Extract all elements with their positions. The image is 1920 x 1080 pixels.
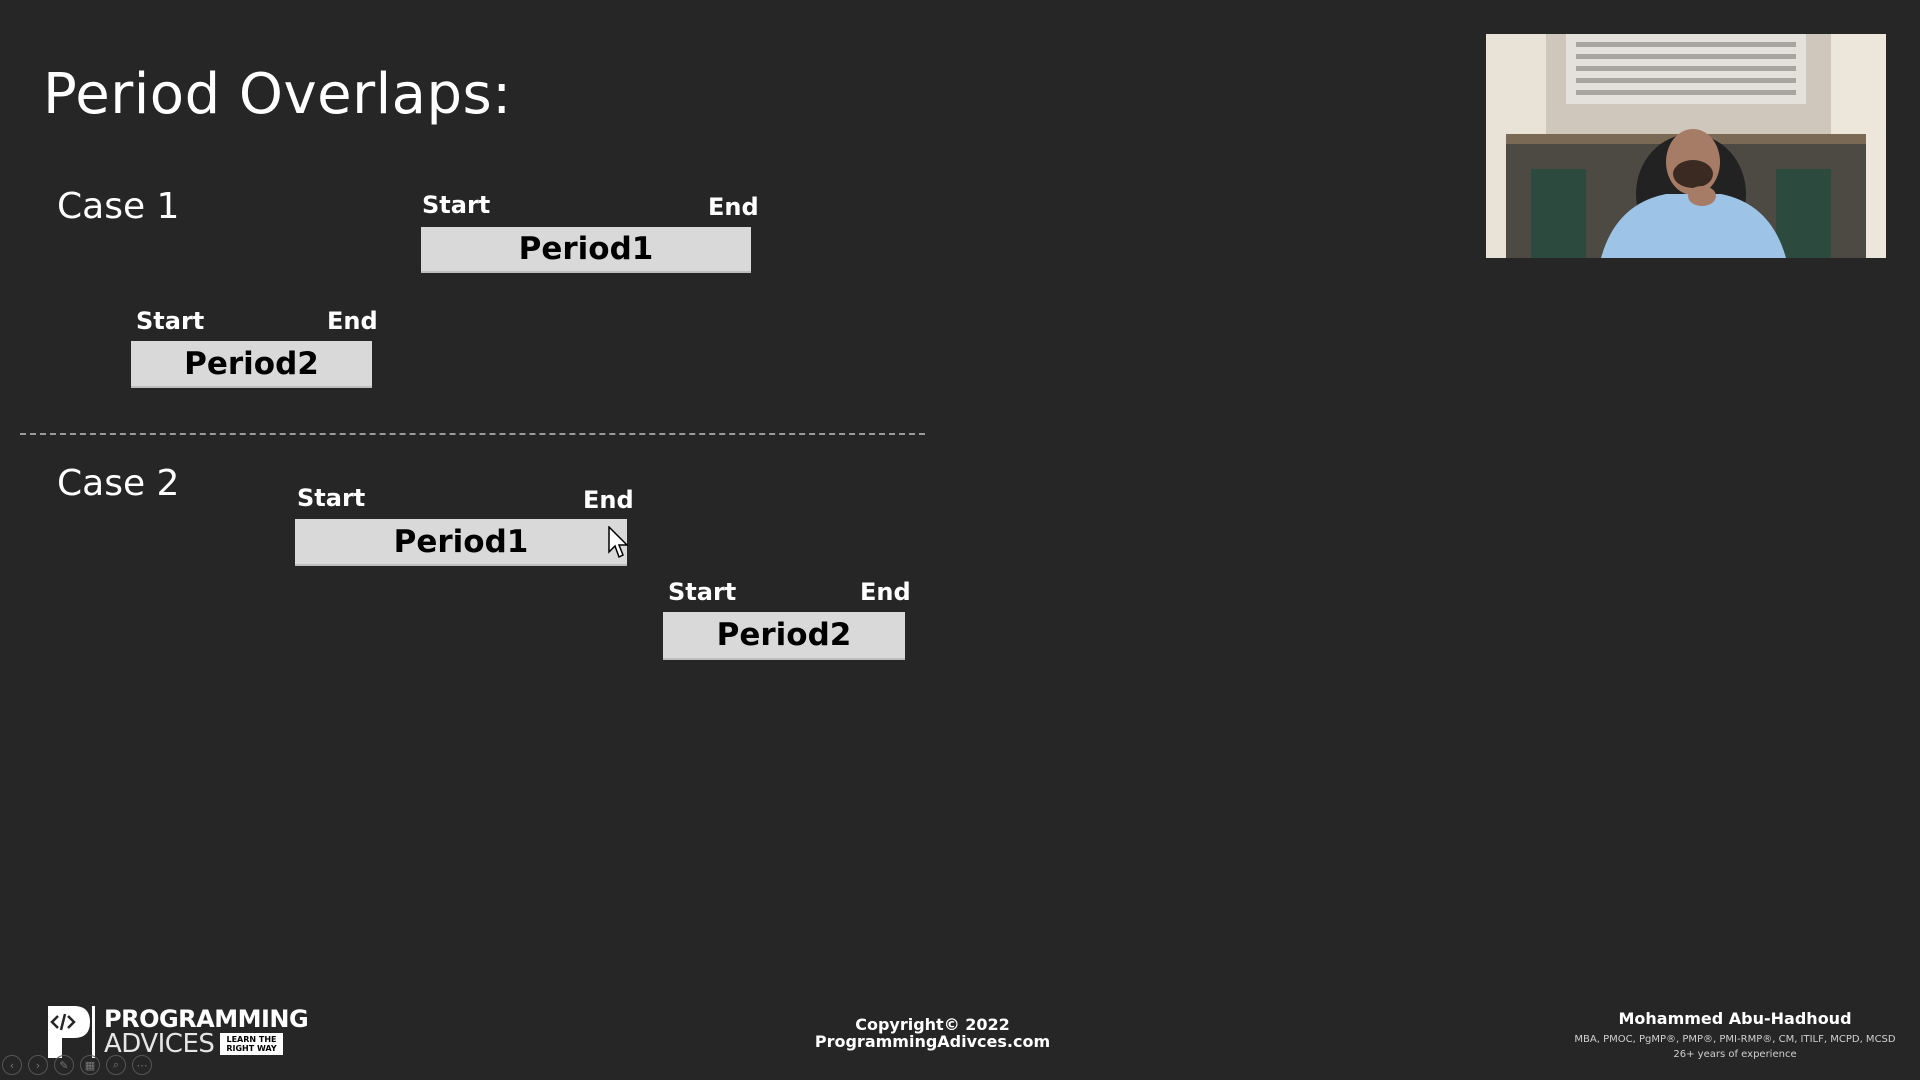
logo-tagline: LEARN THE RIGHT WAY	[220, 1033, 283, 1055]
case2-period2-end-label: End	[860, 578, 911, 606]
logo-tagline-line1: LEARN THE	[226, 1035, 277, 1044]
mouse-cursor-icon	[608, 526, 629, 559]
programming-advices-logo-icon	[48, 1006, 95, 1058]
case-1-label: Case 1	[57, 186, 180, 227]
pen-icon[interactable]: ✎	[54, 1055, 74, 1075]
case1-period2-end-label: End	[327, 307, 378, 335]
case1-period1-name: Period1	[518, 231, 654, 267]
case1-period1-start-label: Start	[422, 191, 491, 219]
case1-period2-bar: Period2	[131, 341, 372, 388]
slideshow-controls: ‹ › ✎ ▦ ⌕ ⋯	[2, 1055, 152, 1075]
prev-icon[interactable]: ‹	[2, 1055, 22, 1075]
case1-period1-bar: Period1	[421, 227, 751, 273]
slides-icon[interactable]: ▦	[80, 1055, 100, 1075]
case2-period2-start-label: Start	[668, 578, 737, 606]
slide-title: Period Overlaps:	[43, 62, 512, 127]
case-divider	[20, 433, 925, 435]
website-text: ProgrammingAdivces.com	[814, 1032, 1051, 1051]
author-credentials: MBA, PMOC, PgMP®, PMP®, PMI-RMP®, CM, IT…	[1574, 1034, 1896, 1045]
copyright-text: Copyright© 2022	[855, 1015, 1010, 1034]
case1-period2-name: Period2	[184, 345, 319, 382]
case2-period1-start-label: Start	[297, 484, 366, 512]
footer-copyright: Copyright© 2022 ProgrammingAdivces.com	[770, 1016, 1095, 1050]
case-2-label: Case 2	[57, 463, 180, 504]
case1-period2-start-label: Start	[136, 307, 205, 335]
case2-period1-name: Period1	[393, 523, 529, 560]
author-block: Mohammed Abu-Hadhoud MBA, PMOC, PgMP®, P…	[1570, 1009, 1900, 1060]
logo-text-programming: PROGRAMMING	[104, 1005, 309, 1033]
presenter-video-image	[1486, 34, 1886, 258]
next-icon[interactable]: ›	[28, 1055, 48, 1075]
more-icon[interactable]: ⋯	[132, 1055, 152, 1075]
logo-tagline-line2: RIGHT WAY	[226, 1044, 277, 1053]
case2-period1-bar: Period1	[295, 519, 627, 566]
author-experience: 26+ years of experience	[1673, 1049, 1797, 1060]
case2-period2-name: Period2	[716, 617, 852, 653]
presenter-webcam	[1486, 34, 1886, 258]
case2-period1-end-label: End	[583, 486, 634, 514]
case1-period1-end-label: End	[708, 193, 759, 221]
logo-text-advices: ADVICES	[104, 1029, 215, 1059]
author-name: Mohammed Abu-Hadhoud	[1618, 1009, 1852, 1028]
case2-period2-bar: Period2	[663, 612, 905, 660]
zoom-icon[interactable]: ⌕	[106, 1055, 126, 1075]
